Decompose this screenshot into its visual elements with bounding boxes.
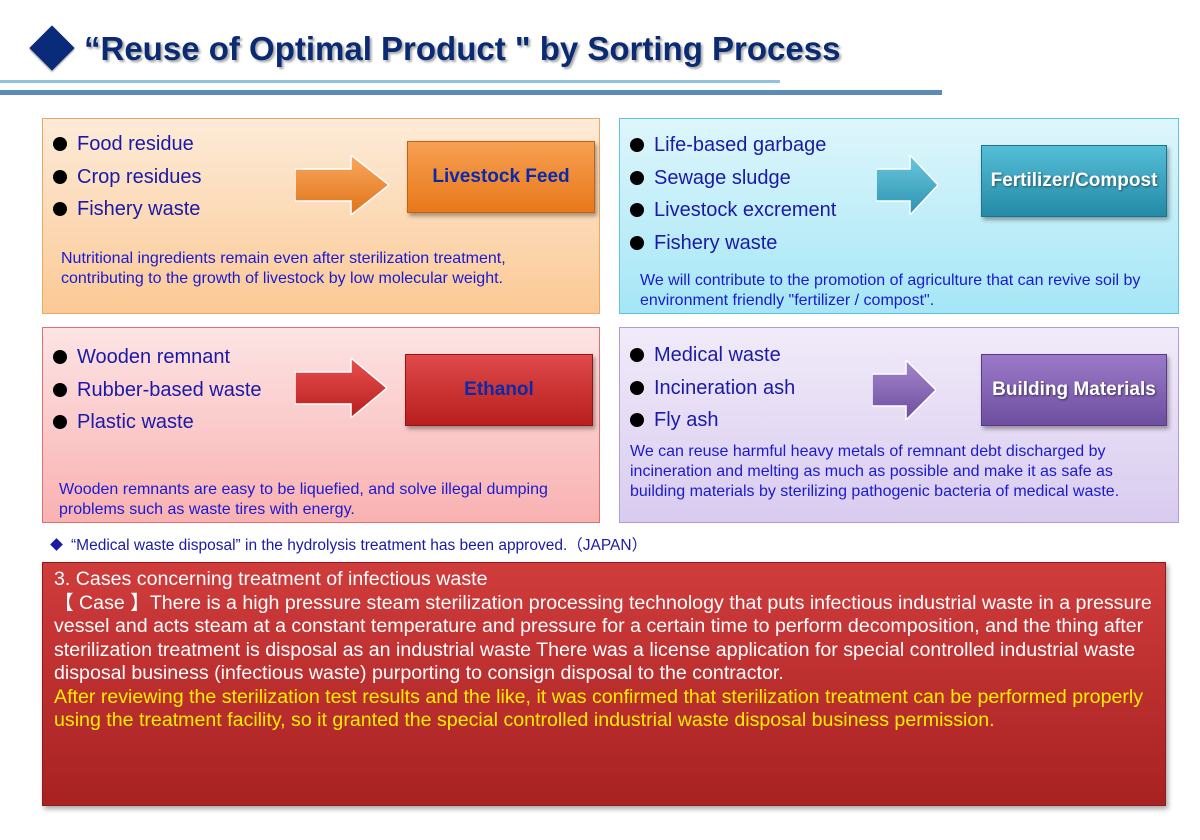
case-box: 3. Cases concerning treatment of infecti… (42, 562, 1166, 806)
list-item: Life-based garbage (630, 129, 836, 162)
feed-input-list: Food residue Crop residues Fishery waste (53, 128, 202, 226)
bullet-icon (630, 203, 644, 217)
panel-livestock-feed: Food residue Crop residues Fishery waste… (42, 118, 600, 314)
fertilizer-description: We will contribute to the promotion of a… (640, 272, 1141, 309)
case-body: 【 Case 】There is a high pressure steam s… (54, 591, 1152, 685)
list-item: Medical waste (630, 339, 795, 372)
list-item: Incineration ash (630, 372, 795, 405)
building-input-list: Medical waste Incineration ash Fly ash (630, 339, 795, 437)
target-ethanol: Ethanol (405, 354, 593, 426)
title-underline-dark (0, 90, 942, 95)
list-item: Fly ash (630, 404, 795, 437)
list-item: Fishery waste (53, 193, 202, 226)
case-heading: 3. Cases concerning treatment of infecti… (54, 568, 488, 590)
fertilizer-input-list: Life-based garbage Sewage sludge Livesto… (630, 129, 836, 259)
bullet-icon (630, 235, 644, 250)
ethanol-description: Wooden remnants are easy to be liquefied… (59, 481, 548, 518)
bullet-icon (630, 138, 644, 152)
ethanol-input-list: Wooden remnant Rubber-based waste Plasti… (53, 341, 262, 439)
building-description: We can reuse harmful heavy metals of rem… (630, 443, 1120, 500)
list-item: Wooden remnant (53, 341, 262, 374)
panel-building-materials: Medical waste Incineration ash Fly ash B… (619, 327, 1179, 523)
feed-description: Nutritional ingredients remain even afte… (61, 250, 506, 287)
target-livestock-feed: Livestock Feed (407, 141, 595, 213)
right-arrow-icon (295, 155, 389, 215)
bullet-icon (53, 382, 67, 397)
approval-note: “Medical waste disposal” in the hydrolys… (50, 533, 648, 555)
bullet-icon (53, 137, 67, 151)
bullet-icon (630, 380, 644, 395)
target-fertilizer-compost: Fertilizer/Compost (981, 145, 1167, 217)
list-item: Fishery waste (630, 227, 836, 260)
list-item: Food residue (53, 128, 202, 161)
right-arrow-icon (295, 358, 387, 418)
list-item: Plastic waste (53, 406, 262, 439)
title-diamond-icon (29, 25, 75, 71)
bullet-icon (630, 348, 644, 362)
page-title: “Reuse of Optimal Product " by Sorting P… (84, 30, 841, 67)
list-item: Rubber-based waste (53, 374, 262, 407)
case-result: After reviewing the sterilization test r… (54, 685, 1144, 732)
approval-note-text: “Medical waste disposal” in the hydrolys… (71, 537, 648, 554)
panel-fertilizer-compost: Life-based garbage Sewage sludge Livesto… (619, 118, 1179, 314)
target-building-materials: Building Materials (981, 354, 1167, 426)
panel-ethanol: Wooden remnant Rubber-based waste Plasti… (42, 327, 600, 523)
right-arrow-icon (872, 360, 936, 420)
list-item: Livestock excrement (630, 194, 836, 227)
bullet-icon (53, 350, 67, 364)
bullet-icon (630, 170, 644, 185)
bullet-icon (53, 415, 67, 429)
bullet-icon (630, 413, 644, 427)
list-item: Sewage sludge (630, 162, 836, 195)
bullet-icon (53, 169, 67, 184)
bullet-icon (53, 202, 67, 216)
diamond-bullet-icon (50, 538, 63, 551)
right-arrow-icon (876, 155, 938, 215)
list-item: Crop residues (53, 161, 202, 194)
title-underline-light (0, 80, 780, 83)
